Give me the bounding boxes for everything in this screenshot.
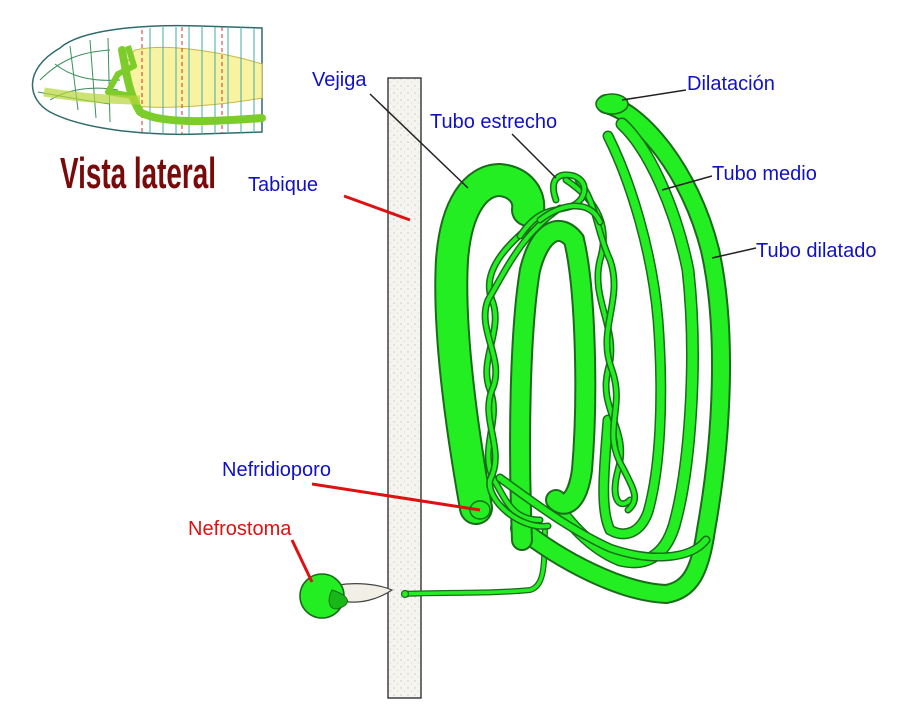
leader-nefridioporo <box>311 482 481 512</box>
twisted-tube-right <box>562 176 639 514</box>
tubo-medio-loop <box>547 117 699 569</box>
nephrostome <box>299 573 394 619</box>
label-tubo-estrecho: Tubo estrecho <box>430 111 557 133</box>
leader-dilatacion <box>621 89 687 101</box>
twisted-tube-top-knot <box>516 171 604 240</box>
leader-vejiga <box>369 93 469 189</box>
inner-return-loop <box>598 130 667 540</box>
leader-tubo-medio <box>661 175 713 191</box>
nephrostome-neck <box>337 583 394 603</box>
label-tabique: Tabique <box>248 174 318 196</box>
thumbnail-green-branch <box>105 45 137 99</box>
label-nefridioporo: Nefridioporo <box>222 459 331 481</box>
septum-texture <box>389 79 420 697</box>
thumbnail-gut-band <box>43 87 141 105</box>
fine-duct-fill <box>402 526 547 596</box>
thumbnail-segment-lines <box>149 26 255 134</box>
leader-lines <box>290 89 757 583</box>
dilatacion-bulb <box>595 93 629 115</box>
middle-loop <box>509 220 597 551</box>
duct-pore <box>400 589 410 599</box>
label-vejiga: Vejiga <box>312 69 367 91</box>
leader-tubo-estrecho <box>511 133 557 179</box>
twisted-tube-left <box>481 204 564 530</box>
bottom-connector-tube <box>495 473 711 562</box>
label-nefrostoma: Nefrostoma <box>188 518 292 540</box>
tubo-dilatado-loop <box>510 94 732 605</box>
diagram-title: Vista lateral <box>60 149 216 198</box>
label-tubo-dilatado: Tubo dilatado <box>756 240 876 262</box>
nephrostome-lip <box>328 589 348 610</box>
label-dilatacion: Dilatación <box>687 73 775 95</box>
leader-tabique <box>343 194 411 222</box>
label-tubo-medio: Tubo medio <box>712 163 817 185</box>
leader-nefrostoma <box>290 539 314 583</box>
lateral-view-thumbnail <box>31 24 266 136</box>
leader-tubo-dilatado <box>711 247 757 259</box>
